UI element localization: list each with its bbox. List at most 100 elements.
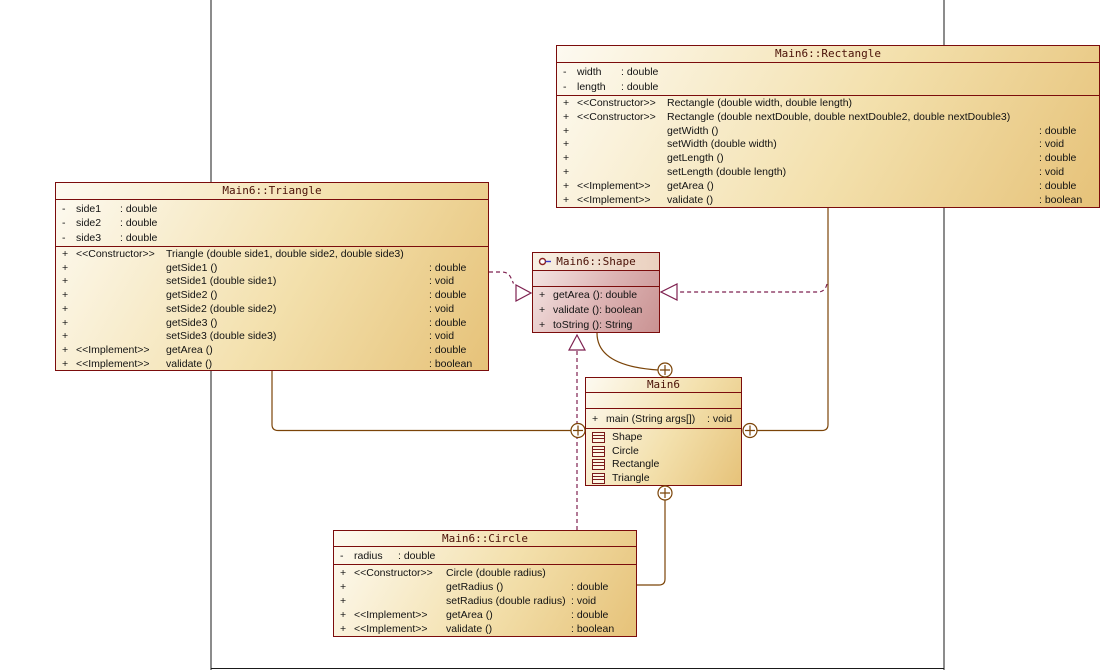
visibility: -	[563, 66, 567, 78]
method-row: +<<Implement>>validate (): boolean	[557, 194, 1099, 208]
inner-class-label: Rectangle	[612, 458, 660, 470]
method-row: +<<Constructor>>Circle (double radius)	[334, 566, 636, 580]
return-type: : double	[571, 581, 609, 593]
containment-triangle-main6[interactable]	[271, 371, 571, 432]
stereotype: <<Implement>>	[76, 343, 150, 356]
field-row: -side1: double	[56, 202, 488, 216]
method-signature: getArea ()	[446, 609, 493, 621]
class-title: Main6::Triangle	[56, 183, 488, 200]
interface-lollipop-icon	[538, 257, 551, 266]
field-type: : double	[621, 66, 659, 78]
method-signature: validate ()	[446, 623, 493, 635]
return-type	[429, 248, 488, 262]
realization-rectangle-shape[interactable]	[659, 283, 828, 301]
class-title: Main6	[586, 378, 741, 393]
class-box-triangle[interactable]: Main6::Triangle -side1: double-side2: do…	[55, 182, 489, 371]
method-signature: Rectangle (double width, double length)	[667, 97, 853, 109]
containment-anchor-icon[interactable]	[657, 362, 673, 378]
method-row: +main (String args[]): void	[586, 410, 741, 428]
stereotype	[577, 125, 667, 139]
method-signature: Triangle (double side1, double side2, do…	[166, 248, 404, 260]
field-type: : double	[120, 217, 158, 230]
method-signature: setSide3 (double side3)	[166, 330, 277, 343]
return-type: : double	[1039, 124, 1077, 137]
return-type	[1039, 97, 1099, 111]
realization-circle-shape[interactable]	[568, 333, 586, 530]
method-signature: setSide1 (double side1)	[166, 275, 277, 288]
visibility: +	[62, 357, 69, 370]
visibility: +	[563, 124, 570, 137]
return-type: : double	[429, 343, 467, 356]
visibility: +	[340, 623, 347, 635]
class-box-rectangle[interactable]: Main6::Rectangle -width: double-length: …	[556, 45, 1100, 208]
method-signature: getSide2 ()	[166, 289, 218, 302]
method-signature: setLength (double length)	[667, 165, 787, 178]
field-row: -side2: double	[56, 216, 488, 230]
visibility: +	[62, 275, 69, 288]
return-type: : void	[429, 275, 455, 288]
visibility: +	[563, 110, 570, 123]
class-title: Main6::Rectangle	[557, 46, 1099, 63]
containment-shape-main6[interactable]	[596, 332, 659, 371]
method-signature: getArea ()	[553, 289, 600, 301]
stereotype	[354, 580, 446, 594]
return-type: : void	[707, 413, 733, 425]
containment-rectangle-main6[interactable]	[757, 208, 829, 432]
inner-class-row: Rectangle	[586, 458, 741, 472]
method-row: +<<Implement>>getArea (): double	[56, 344, 488, 358]
class-icon	[592, 432, 605, 444]
field-name: width	[577, 66, 602, 78]
return-type: : double	[429, 289, 467, 302]
interface-box-shape[interactable]: Main6::Shape +getArea (): double+validat…	[532, 252, 660, 333]
containment-anchor-icon[interactable]	[657, 485, 673, 501]
inner-class-label: Triangle	[612, 471, 650, 484]
method-signature: getWidth ()	[667, 124, 719, 137]
method-row: +<<Implement>>getArea (): double	[334, 608, 636, 622]
field-type: : double	[120, 231, 158, 244]
return-type: : double	[571, 609, 609, 621]
visibility: +	[62, 343, 69, 356]
method-signature: getArea ()	[667, 179, 714, 192]
inner-class-row: Circle	[586, 445, 741, 459]
method-row: +<<Implement>>getArea (): double	[557, 180, 1099, 194]
return-type: : void	[571, 595, 597, 607]
fields-compartment: -side1: double-side2: double-side3: doub…	[56, 200, 488, 247]
visibility: +	[563, 138, 570, 151]
return-type: : void	[429, 330, 455, 343]
class-box-circle[interactable]: Main6::Circle -radius: double +<<Constru…	[333, 530, 637, 637]
methods-compartment: +getArea (): double+validate (): boolean…	[533, 287, 659, 333]
method-signature: setSide2 (double side2)	[166, 302, 277, 315]
method-row: +validate (): boolean	[533, 303, 659, 318]
interface-title-text: Main6::Shape	[556, 255, 636, 268]
method-row: +setLength (double length): void	[557, 166, 1099, 180]
method-signature: validate ()	[667, 193, 714, 206]
visibility: +	[539, 319, 546, 331]
visibility: -	[62, 217, 66, 230]
containment-anchor-icon[interactable]	[570, 422, 586, 439]
containment-circle-main6[interactable]	[637, 500, 666, 586]
field-type: : double	[120, 203, 158, 215]
field-type: : double	[398, 550, 436, 562]
method-row: +getSide3 (): double	[56, 317, 488, 331]
field-row: -width : double	[557, 65, 1099, 80]
return-type: : boolean	[571, 623, 615, 635]
method-signature: main (String args[])	[606, 413, 696, 425]
methods-compartment: +<<Constructor>>Circle (double radius)+g…	[334, 565, 636, 636]
inner-class-label: Circle	[612, 444, 639, 457]
return-type: : boolean	[429, 357, 473, 370]
containment-anchor-icon[interactable]	[742, 422, 758, 439]
realization-arrowhead	[568, 333, 586, 351]
visibility: +	[62, 302, 69, 315]
return-type: : double	[1039, 179, 1077, 192]
return-type: : double	[429, 316, 467, 329]
return-type	[1039, 111, 1099, 125]
fields-compartment: -radius: double	[334, 547, 636, 565]
method-row: +getArea (): double	[533, 288, 659, 303]
method-row: +<<Implement>>validate (): boolean	[56, 358, 488, 372]
inner-class-label: Shape	[612, 431, 643, 443]
method-row: +getLength (): double	[557, 152, 1099, 166]
method-row: +getRadius (): double	[334, 580, 636, 594]
realization-triangle-shape[interactable]	[489, 271, 533, 302]
stereotype: <<Constructor>>	[354, 567, 433, 579]
